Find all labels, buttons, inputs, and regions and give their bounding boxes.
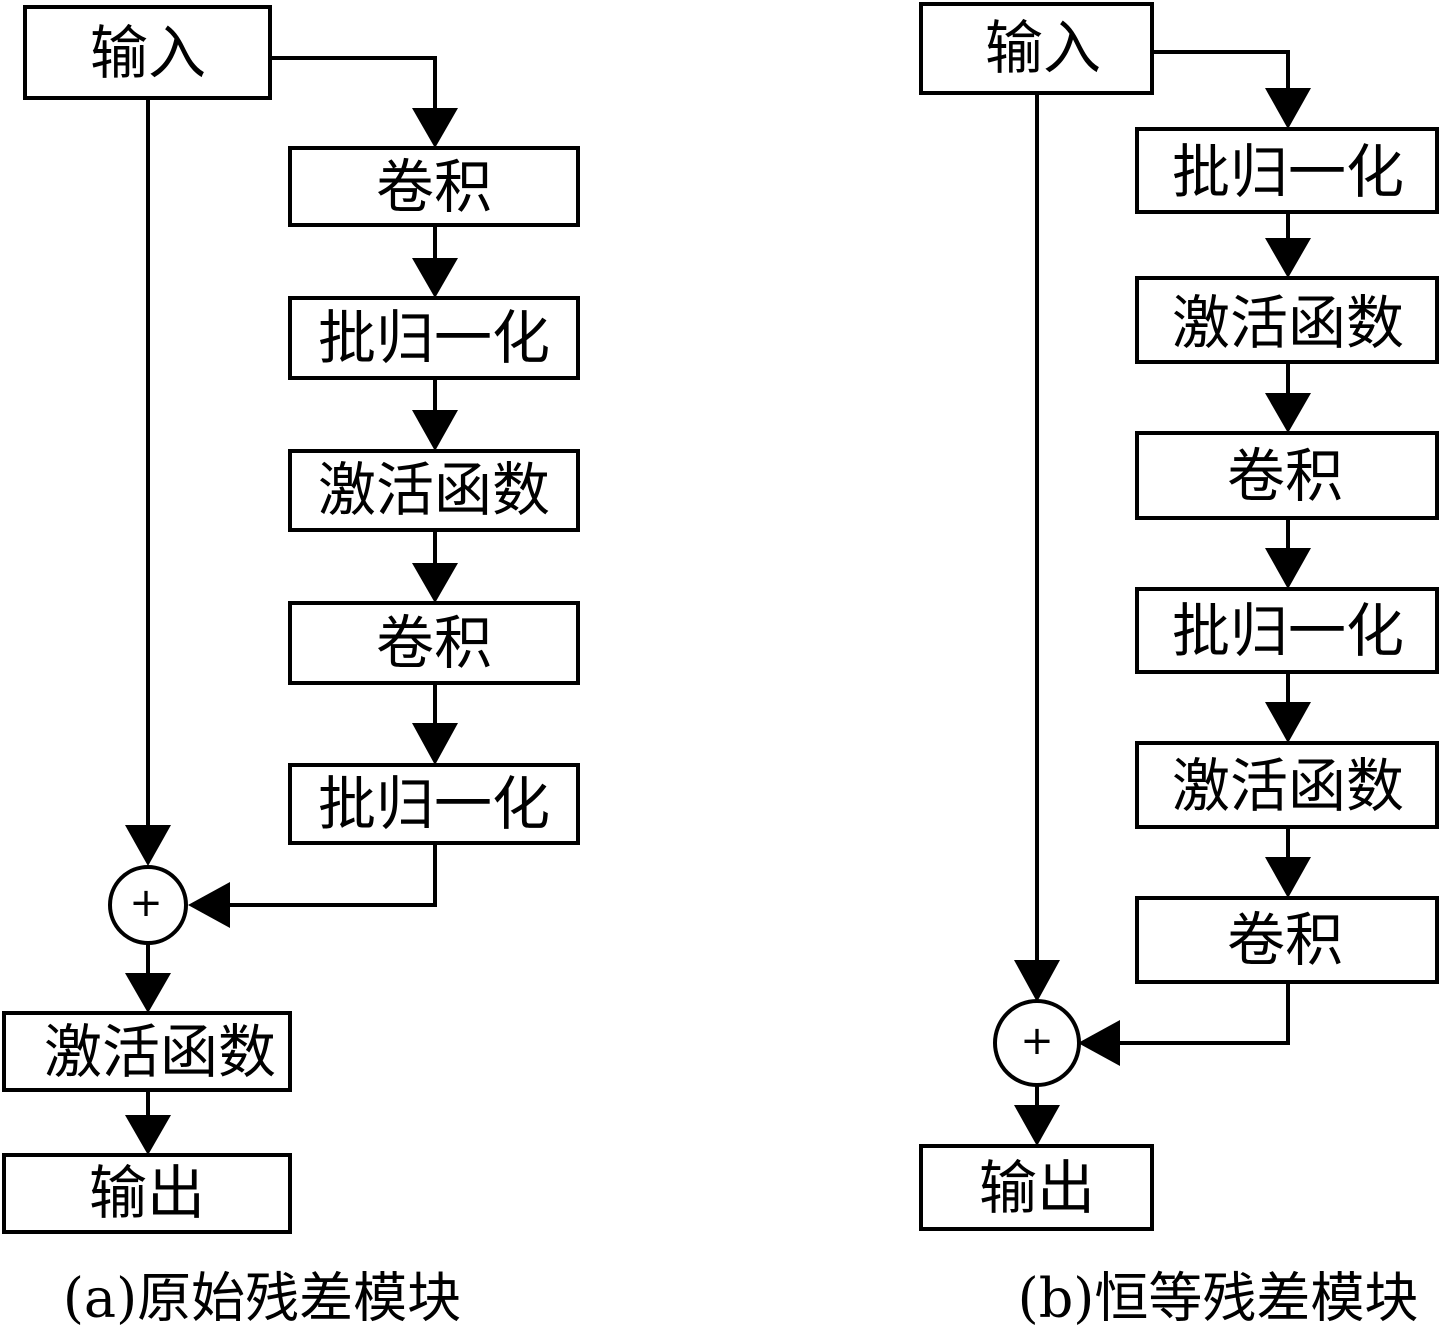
a-input-label: 输入 [90,19,206,87]
a-post-activation-box [2,1011,292,1092]
a-add-node [108,865,188,945]
a-step-box-2 [288,296,580,380]
b-step-box-4 [1135,587,1439,674]
diagram-a-original-residual-block: 输入 卷积 批归一化 激活函数 卷积 批归一化 + 激活函数 输出 (a)原始残… [2,5,580,1330]
b-step-label-5: 激活函数 [1172,752,1404,820]
a-branch-to-add-wire [210,843,437,907]
b-input-box [919,2,1154,95]
a-step-box-1 [288,146,580,227]
b-step-label-4: 批归一化 [1172,597,1404,665]
b-step-label-2: 激活函数 [1172,289,1404,357]
a-arrowhead-act1 [412,410,458,451]
b-input-label: 输入 [985,14,1101,82]
a-step-label-4: 卷积 [376,609,492,677]
b-arrowhead-output [1014,1105,1060,1146]
b-add-symbol: + [1020,1018,1054,1064]
b-caption: (b)恒等残差模块 [1018,1267,1419,1330]
b-arrowhead-conv1 [1265,393,1311,433]
b-arrowhead-skip [1014,960,1060,1002]
a-arrowhead-branch-add [188,882,230,928]
b-branch-to-add-wire [1100,982,1290,1045]
b-step-box-3 [1135,431,1439,520]
b-output-label: 输出 [979,1154,1095,1222]
b-arrowhead-bn1 [1265,88,1311,129]
a-input-box [23,5,272,100]
a-output-label: 输出 [89,1159,205,1227]
a-add-symbol: + [129,880,163,926]
b-output-box [919,1144,1154,1231]
b-input-to-branch-wire [1152,50,1290,105]
b-add-node [993,999,1081,1087]
a-step-label-5: 批归一化 [318,770,550,838]
b-step-box-6 [1135,896,1439,984]
a-arrowhead-skip [125,825,171,866]
b-arrowhead-act2 [1265,702,1311,743]
a-step-label-1: 卷积 [376,153,492,221]
a-input-to-branch-wire [270,56,437,125]
a-caption: (a)原始残差模块 [63,1267,461,1330]
b-step-label-3: 卷积 [1227,442,1343,510]
a-arrowhead-conv1 [412,108,458,148]
diagram-b-identity-residual-block: 输入 批归一化 激活函数 卷积 批归一化 激活函数 卷积 + 输出 (b)恒等残… [919,2,1439,1330]
a-arrowhead-conv2 [412,563,458,603]
b-arrowhead-branch-add [1078,1020,1120,1066]
b-arrowhead-act1 [1265,238,1311,278]
b-step-label-1: 批归一化 [1172,138,1404,206]
b-arrowhead-bn2 [1265,548,1311,589]
a-step-box-5 [288,763,580,845]
a-arrowhead-output [125,1115,171,1155]
a-output-box [2,1153,292,1234]
a-step-box-3 [288,449,580,532]
a-arrowhead-bn1 [412,258,458,298]
a-step-box-4 [288,601,580,685]
b-arrowhead-conv2 [1265,857,1311,898]
a-arrowhead-activation [125,973,171,1013]
a-step-label-3: 激活函数 [318,456,550,524]
b-step-box-5 [1135,741,1439,829]
a-arrowhead-bn2 [412,723,458,765]
b-step-box-1 [1135,127,1439,214]
a-post-activation-label: 激活函数 [44,1018,276,1086]
b-step-label-6: 卷积 [1227,906,1343,974]
b-step-box-2 [1135,276,1439,364]
a-step-label-2: 批归一化 [318,304,550,372]
